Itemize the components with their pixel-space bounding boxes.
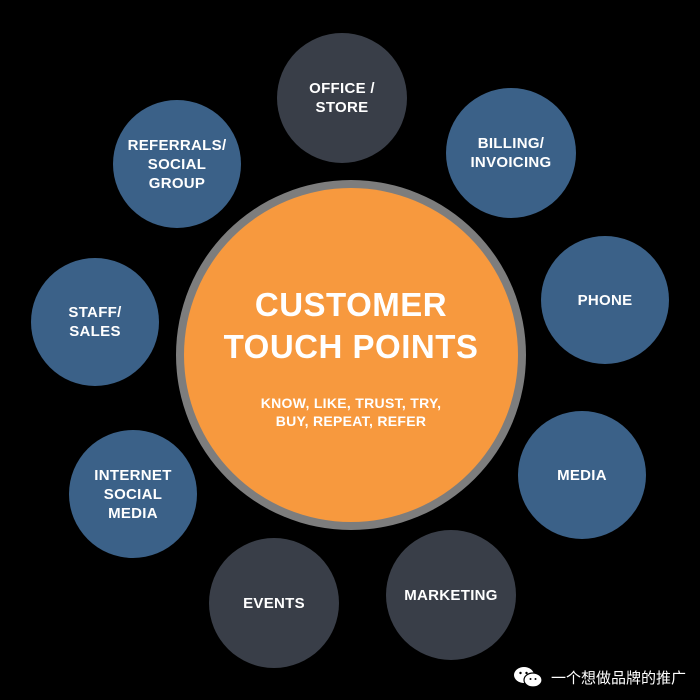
- node-office-store: OFFICE / STORE: [277, 33, 407, 163]
- node-referrals-social-group: REFERRALS/ SOCIAL GROUP: [113, 100, 241, 228]
- center-title: CUSTOMER TOUCH POINTS: [223, 286, 479, 365]
- node-phone: PHONE: [541, 236, 669, 364]
- node-staff-sales: STAFF/ SALES: [31, 258, 159, 386]
- node-marketing: MARKETING: [386, 530, 516, 660]
- node-events: EVENTS: [209, 538, 339, 668]
- node-billing-invoicing: BILLING/ INVOICING: [446, 88, 576, 218]
- node-internet-social-media: INTERNET SOCIAL MEDIA: [69, 430, 197, 558]
- watermark: 一个想做品牌的推广: [513, 666, 686, 688]
- center-subtitle: KNOW, LIKE, TRUST, TRY, BUY, REPEAT, REF…: [260, 395, 442, 429]
- center-circle: CUSTOMER TOUCH POINTS KNOW, LIKE, TRUST,…: [184, 188, 518, 522]
- node-media: MEDIA: [518, 411, 646, 539]
- watermark-text: 一个想做品牌的推广: [550, 669, 686, 687]
- wechat-icon: [513, 667, 543, 688]
